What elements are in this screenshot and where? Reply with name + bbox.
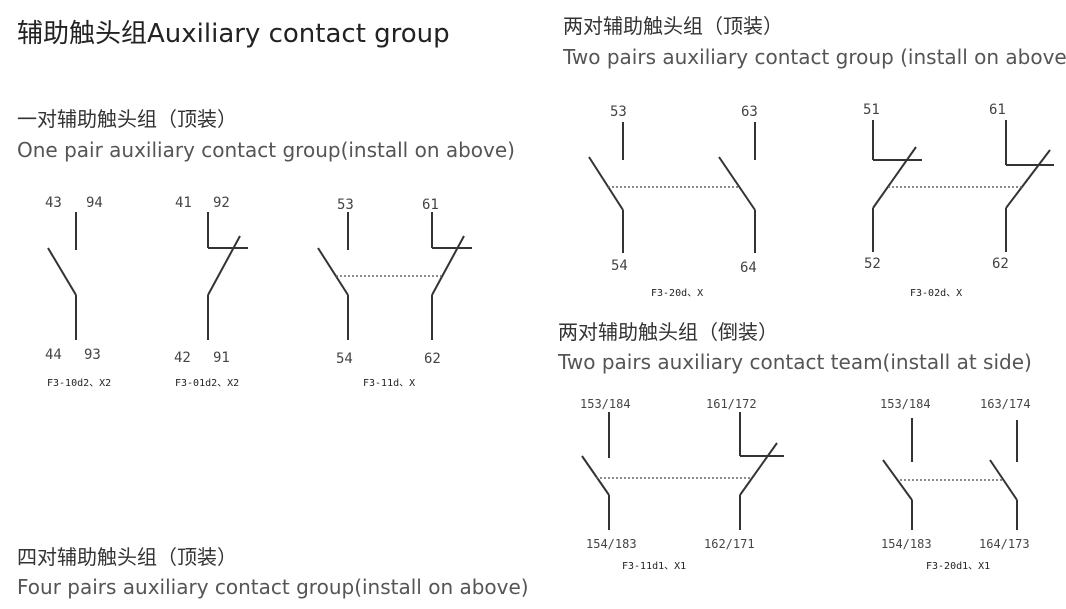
terminal-label: 94: [86, 195, 103, 211]
one-pair-heading-cn: 一对辅助触头组（顶装）: [17, 107, 237, 131]
diagram-caption: F3-11d、X: [363, 378, 416, 389]
terminal-label: 154/183: [881, 537, 932, 551]
diagram-f3-10d2: [47, 212, 77, 340]
terminal-label: 161/172: [706, 397, 757, 411]
terminal-label: 63: [741, 104, 758, 120]
diagram-caption: F3-10d2、X2: [47, 378, 112, 389]
terminal-label: 154/183: [586, 537, 637, 551]
terminal-label: 53: [337, 197, 354, 213]
diagram-f3-20d: [588, 122, 756, 253]
terminal-label: 53: [610, 104, 627, 120]
terminal-label: 61: [422, 197, 439, 213]
four-pairs-heading-en: Four pairs auxiliary contact group(insta…: [17, 575, 529, 599]
terminal-label: 43: [45, 195, 62, 211]
diagram-caption: F3-01d2、X2: [175, 378, 240, 389]
terminal-label: 163/174: [980, 397, 1031, 411]
diagram-caption: F3-11d1、X1: [622, 561, 687, 572]
diagram-f3-11d1: [581, 412, 784, 530]
diagram-caption: F3-20d1、X1: [926, 561, 991, 572]
diagram-caption: F3-02d、X: [910, 288, 963, 299]
terminal-label: 61: [989, 102, 1006, 118]
terminal-label: 54: [611, 258, 628, 274]
terminal-label: 44: [45, 347, 62, 363]
two-pairs-side-heading-en: Two pairs auxiliary contact team(install…: [558, 350, 1032, 374]
terminal-label: 91: [213, 350, 230, 366]
page-title: 辅助触头组Auxiliary contact group: [17, 19, 450, 49]
diagram-f3-11d: [317, 212, 472, 340]
terminal-label: 41: [175, 195, 192, 211]
diagram-f3-01d2: [207, 212, 248, 340]
terminal-label: 153/184: [880, 397, 931, 411]
terminal-label: 51: [863, 102, 880, 118]
diagram-caption: F3-20d、X: [651, 288, 704, 299]
terminal-label: 92: [213, 195, 230, 211]
terminal-label: 153/184: [580, 397, 631, 411]
terminal-label: 54: [336, 351, 353, 367]
terminal-label: 62: [424, 351, 441, 367]
terminal-label: 62: [992, 256, 1009, 272]
terminal-label: 52: [864, 256, 881, 272]
terminal-label: 64: [740, 260, 757, 276]
two-pairs-top-heading-cn: 两对辅助触头组（顶装）: [563, 14, 783, 38]
one-pair-heading-en: One pair auxiliary contact group(install…: [17, 138, 515, 162]
two-pairs-top-heading-en: Two pairs auxiliary contact group (insta…: [563, 45, 1066, 69]
terminal-label: 164/173: [979, 537, 1030, 551]
terminal-label: 42: [174, 350, 191, 366]
diagram-f3-20d1: [882, 418, 1018, 530]
four-pairs-heading-cn: 四对辅助触头组（顶装）: [17, 545, 237, 569]
terminal-label: 162/171: [704, 537, 755, 551]
diagram-f3-02d: [872, 120, 1054, 252]
two-pairs-side-heading-cn: 两对辅助触头组（倒装）: [558, 320, 778, 344]
terminal-label: 93: [84, 347, 101, 363]
